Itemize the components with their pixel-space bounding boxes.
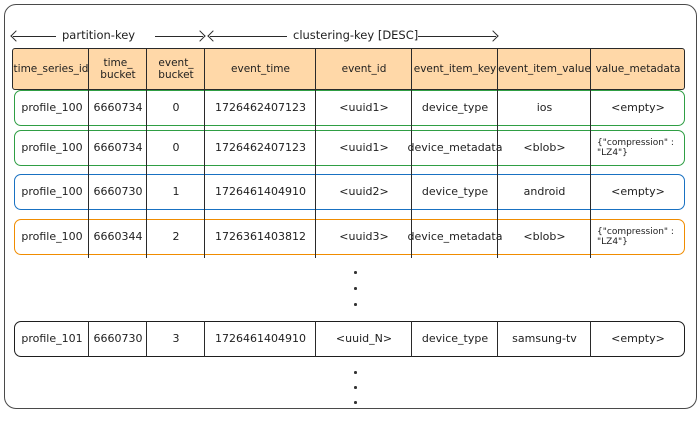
cell-event-time: 1726462407123: [215, 141, 306, 154]
column-divider: [590, 321, 591, 357]
cell-event-bucket: 2: [172, 230, 180, 243]
cell-event-item-value: <blob>: [523, 230, 566, 243]
cell-event-bucket: 0: [172, 141, 180, 154]
cell-value-metadata: <empty>: [611, 185, 665, 198]
column-divider: [204, 321, 205, 357]
cell-event-item-key: device_type: [421, 185, 489, 198]
column-divider: [88, 48, 89, 258]
cell-event-bucket: 0: [172, 101, 180, 114]
cell-time-bucket: 6660344: [93, 230, 143, 243]
table-row: profile_101 6660730 3 1726461404910 <uui…: [14, 321, 685, 357]
column-divider: [146, 321, 147, 357]
cell-event-item-value: ios: [536, 101, 553, 114]
cell-event-id: <uuid_N>: [335, 332, 393, 345]
table-row: profile_100 6660734 0 1726462407123 <uui…: [14, 130, 685, 166]
column-divider: [315, 321, 316, 357]
cell-event-id: <uuid3>: [339, 230, 389, 243]
cell-event-item-value: samsung-tv: [512, 332, 577, 345]
header-event-item-key: event_item_key: [413, 63, 497, 75]
ellipsis-dot: [354, 287, 357, 290]
header-event-id: event_id: [341, 63, 387, 75]
column-divider: [497, 321, 498, 357]
column-divider: [411, 48, 412, 258]
cell-event-time: 1726461404910: [215, 332, 306, 345]
partition-key-label: partition-key: [62, 28, 136, 42]
column-divider: [204, 48, 205, 258]
partition-key-right-arrow: [155, 36, 203, 37]
clustering-key-left-arrow: [210, 36, 287, 37]
clustering-key-label: clustering-key [DESC]: [293, 28, 419, 42]
ellipsis-dot: [354, 386, 357, 389]
cell-event-bucket: 1: [172, 185, 180, 198]
column-divider: [590, 48, 591, 258]
cell-event-item-key: device_metadata: [407, 141, 503, 154]
clustering-key-right-arrow: [418, 36, 496, 37]
header-time-bucket: time_ bucket: [100, 57, 136, 81]
ellipsis-dot: [354, 401, 357, 404]
cell-time-bucket: 6660734: [93, 141, 143, 154]
cell-event-item-key: device_type: [421, 332, 489, 345]
cell-event-item-key: device_metadata: [407, 230, 503, 243]
cell-value-metadata: <empty>: [611, 101, 665, 114]
cell-time-series-id: profile_100: [21, 141, 83, 154]
cell-event-item-value: <blob>: [523, 141, 566, 154]
cell-event-bucket: 3: [172, 332, 180, 345]
cell-event-time: 1726361403812: [215, 230, 306, 243]
cell-time-series-id: profile_100: [21, 230, 83, 243]
header-value-metadata: value_metadata: [595, 63, 681, 75]
cell-event-time: 1726462407123: [215, 101, 306, 114]
header-time-series-id: time_series_id: [13, 63, 89, 75]
header-event-item-value: event_item_value: [498, 63, 591, 75]
column-divider: [146, 48, 147, 258]
cell-event-time: 1726461404910: [215, 185, 306, 198]
column-divider: [315, 48, 316, 258]
cell-time-series-id: profile_101: [21, 332, 83, 345]
cell-event-id: <uuid1>: [339, 101, 389, 114]
cell-time-bucket: 6660734: [93, 101, 143, 114]
column-divider: [88, 321, 89, 357]
table-row: profile_100 6660734 0 1726462407123 <uui…: [14, 90, 685, 126]
cell-event-id: <uuid2>: [339, 185, 389, 198]
column-divider: [497, 48, 498, 258]
table-row: profile_100 6660730 1 1726461404910 <uui…: [14, 174, 685, 210]
diagram-frame: [4, 4, 697, 409]
ellipsis-dot: [354, 271, 357, 274]
cell-time-series-id: profile_100: [21, 185, 83, 198]
cell-time-bucket: 6660730: [93, 185, 143, 198]
cell-value-metadata: {"compression" : "LZ4"}: [597, 138, 674, 158]
cell-event-item-key: device_type: [421, 101, 489, 114]
column-divider: [411, 321, 412, 357]
cell-value-metadata: {"compression" : "LZ4"}: [597, 227, 674, 247]
cell-time-series-id: profile_100: [21, 101, 83, 114]
header-event-time: event_time: [231, 63, 290, 75]
cell-value-metadata: <empty>: [611, 332, 665, 345]
cell-event-item-value: android: [523, 185, 566, 198]
header-event-bucket: event_ bucket: [158, 57, 194, 81]
header-row: time_series_id time_ bucket event_ bucke…: [12, 48, 685, 90]
cell-event-id: <uuid1>: [339, 141, 389, 154]
table-row: profile_100 6660344 2 1726361403812 <uui…: [14, 219, 685, 255]
partition-key-left-arrow: [13, 36, 56, 37]
ellipsis-dot: [354, 371, 357, 374]
ellipsis-dot: [354, 303, 357, 306]
cell-time-bucket: 6660730: [93, 332, 143, 345]
